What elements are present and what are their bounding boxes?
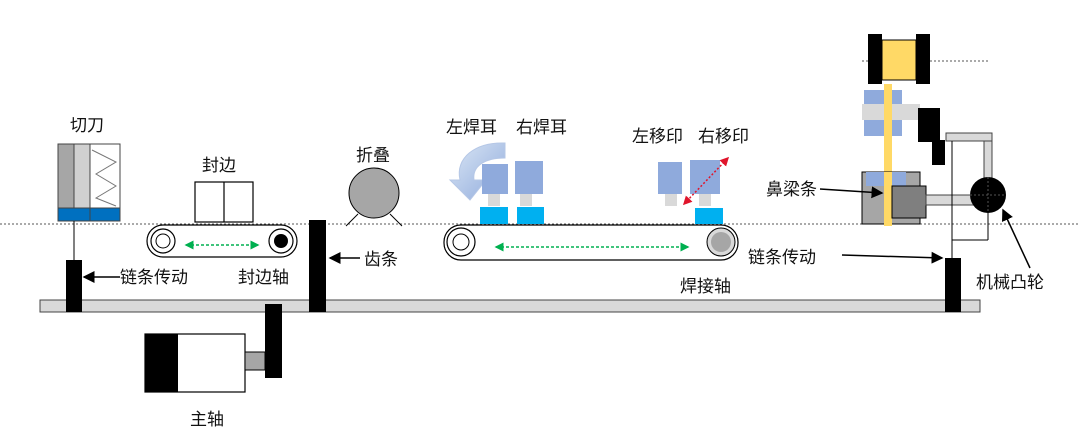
- left-move-print-label: 左移印: [632, 127, 683, 147]
- main-axis-motor: [144, 304, 282, 393]
- chain-drive-left-label: 链条传动: [120, 268, 188, 288]
- nose-bar-label: 鼻梁条: [766, 180, 817, 200]
- mechanical-cam-label: 机械凸轮: [976, 273, 1044, 293]
- left-move-print: [658, 162, 682, 206]
- cutter: [57, 143, 121, 262]
- nose-bar-station: [861, 34, 993, 258]
- edge-seal-label: 封边: [202, 156, 236, 176]
- left-weld-ear: [480, 164, 508, 224]
- move-print-arrow: [682, 156, 730, 206]
- cutter-label: 切刀: [70, 116, 104, 136]
- left-weld-ear-label: 左焊耳: [446, 118, 497, 138]
- nose-bar-arrow: [819, 186, 884, 199]
- rack-label: 齿条: [364, 250, 398, 270]
- rotate-curve-arrow-icon: [448, 142, 506, 201]
- edge-seal-conveyor: [146, 224, 298, 258]
- fold-label: 折叠: [356, 146, 390, 166]
- weld-conveyor: [443, 224, 739, 261]
- fold-roller: [345, 167, 403, 227]
- weld-axis-label: 焊接轴: [680, 277, 731, 297]
- right-weld-ear-label: 右焊耳: [516, 118, 567, 138]
- mechanical-cam: [952, 177, 1006, 241]
- mechanical-cam-arrow: [1001, 208, 1031, 269]
- right-weld-ear: [515, 161, 544, 224]
- right-move-print-label: 右移印: [698, 127, 749, 147]
- edge-seal-axis-label: 封边轴: [238, 268, 289, 288]
- chain-drive-block-left: [66, 260, 82, 312]
- main-axis-label: 主轴: [190, 410, 224, 430]
- frame-rail: [39, 299, 981, 313]
- chain-drive-block-right: [945, 258, 961, 312]
- edge-seal-box: [194, 181, 254, 223]
- chain-drive-right-arrow: [841, 251, 944, 264]
- rack: [309, 220, 326, 312]
- chain-drive-right-label: 链条传动: [748, 248, 816, 268]
